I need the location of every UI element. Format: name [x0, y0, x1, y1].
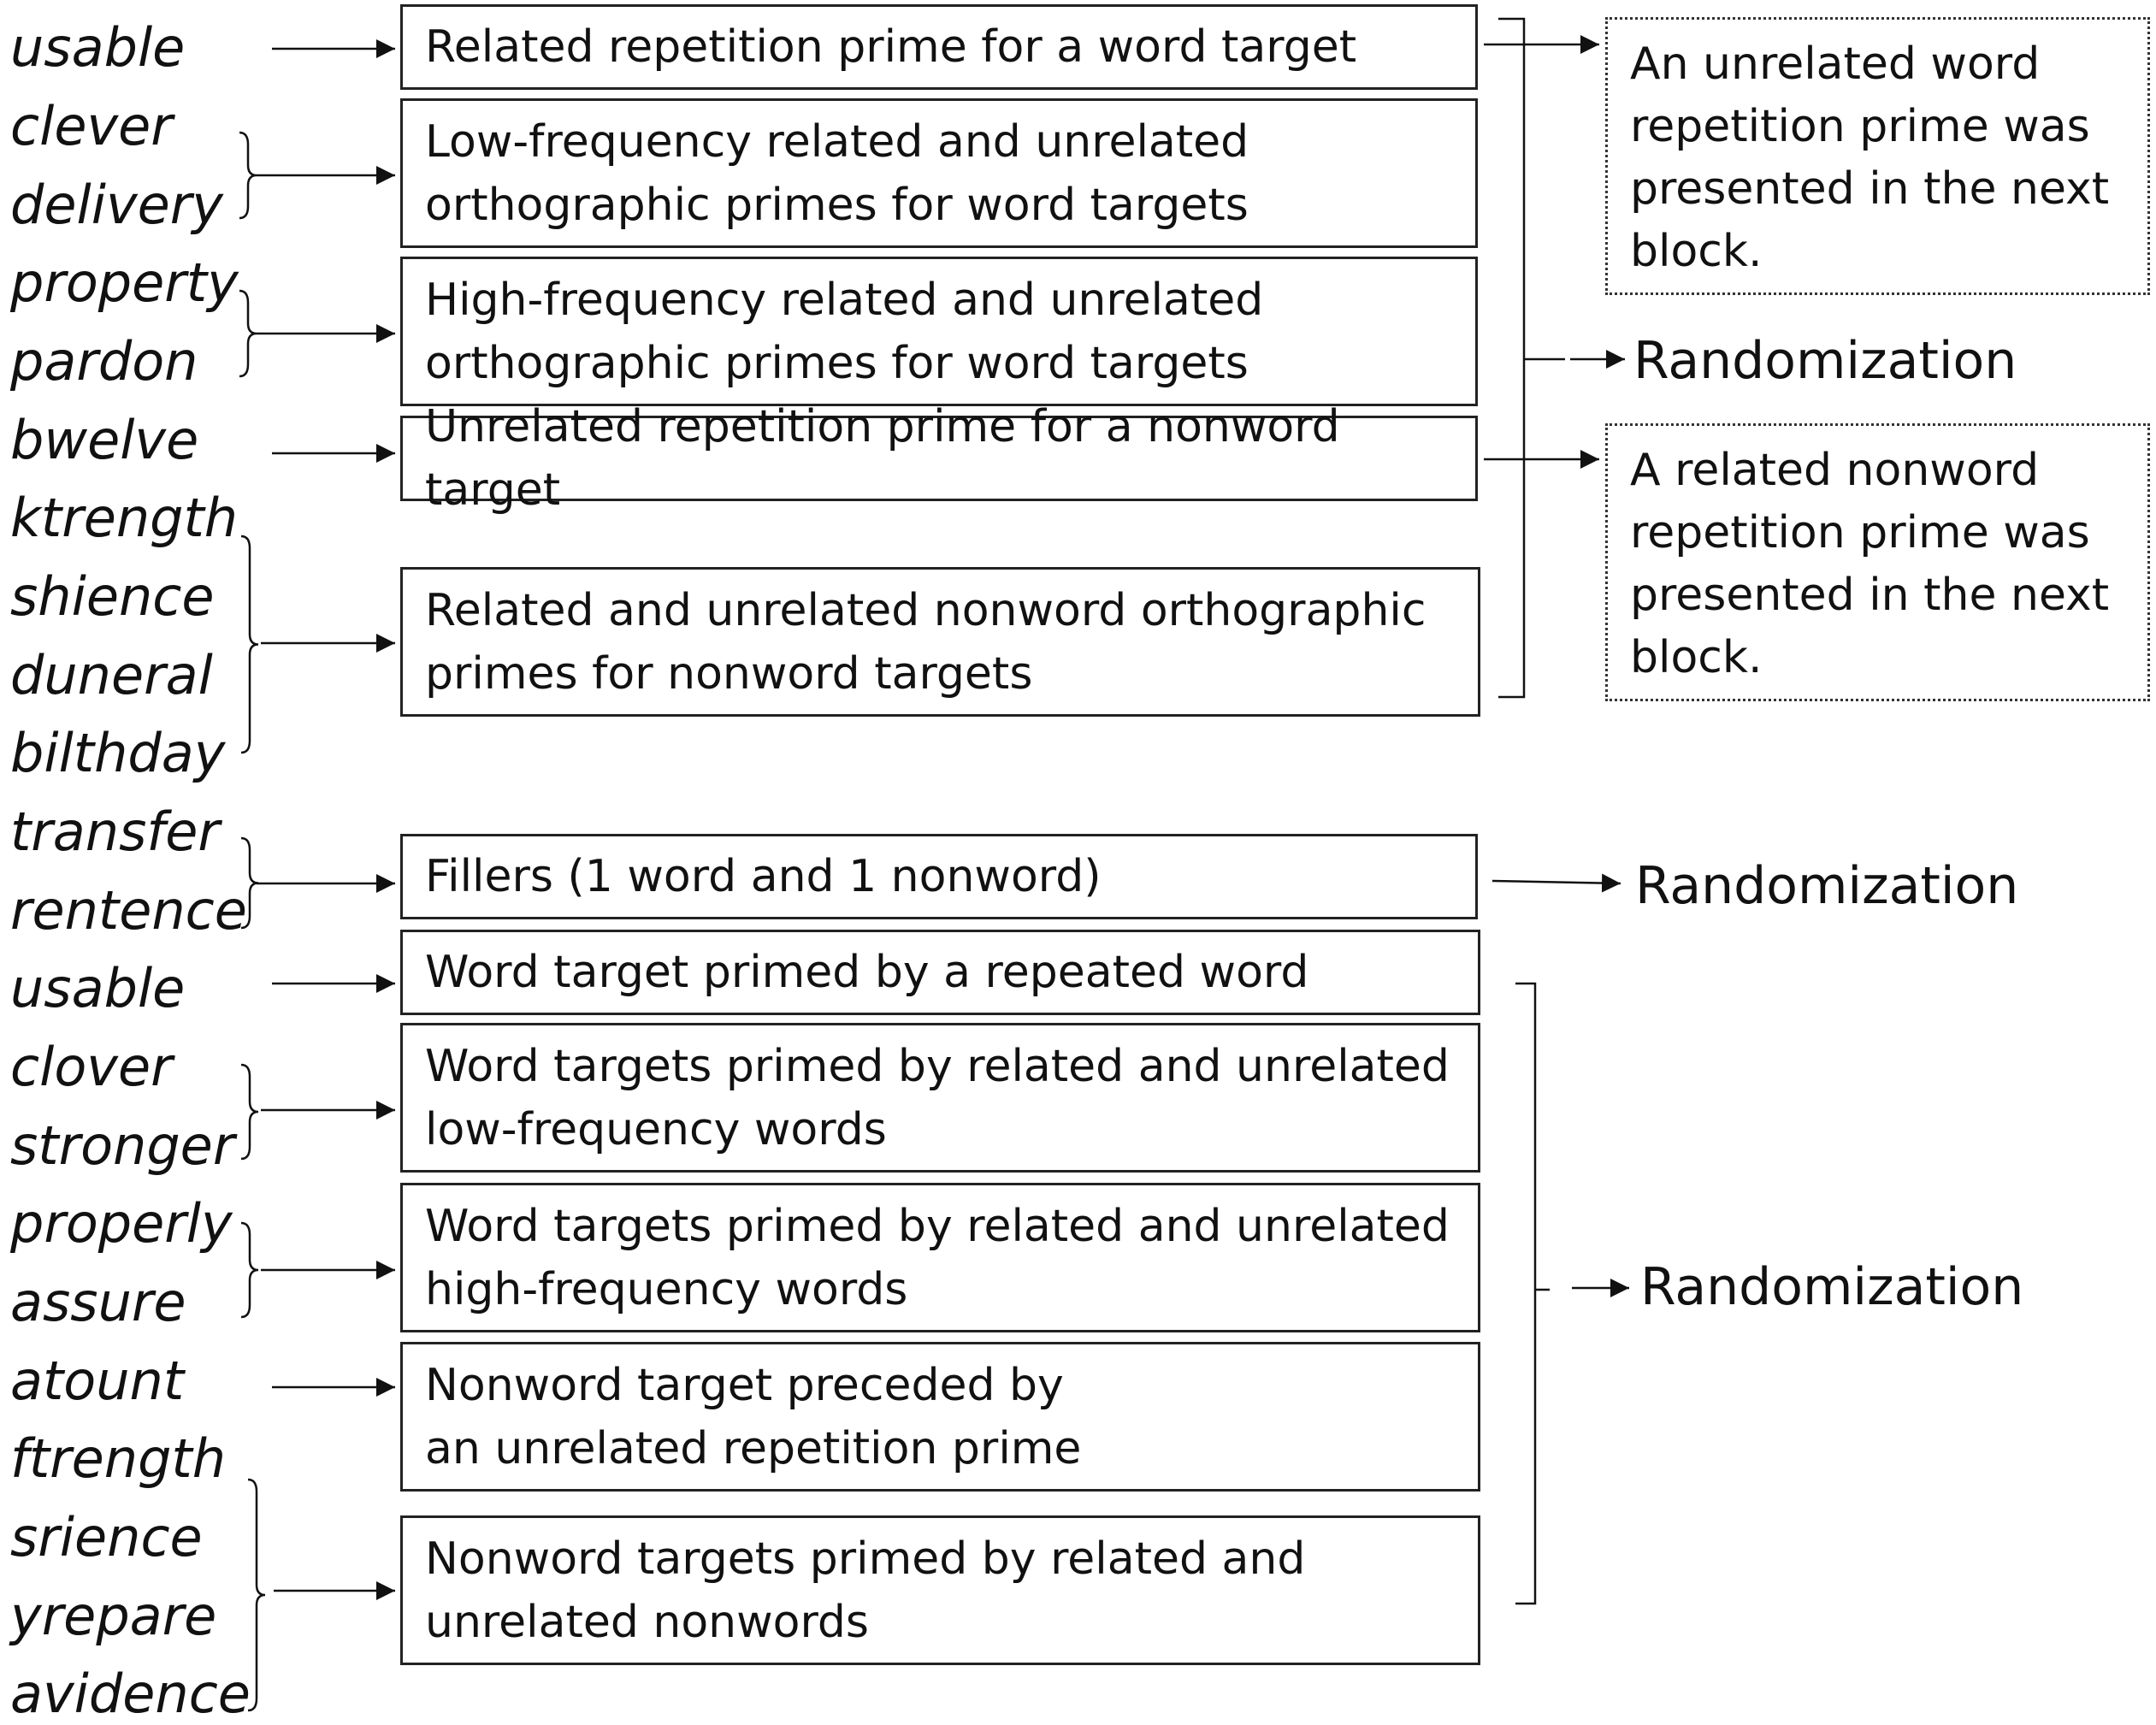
stimulus-word: ktrength — [10, 487, 239, 549]
block-note: An unrelated word repetition prime was pre… — [1605, 17, 2150, 295]
word-group-brace — [240, 535, 259, 754]
condition-text: Nonword target preceded by an unrelated r… — [425, 1354, 1081, 1480]
condition-box: Related repetition prime for a word targ… — [400, 4, 1478, 90]
condition-line: Word targets primed by related and unrel… — [425, 1200, 1450, 1252]
condition-text: Word targets primed by related and unrel… — [425, 1195, 1450, 1321]
condition-line: high-frequency words — [425, 1263, 908, 1315]
condition-box: Unrelated repetition prime for a nonword… — [400, 401, 1478, 516]
stimulus-word: duneral — [10, 644, 213, 706]
stimulus-word: ftrength — [10, 1427, 227, 1490]
condition-box: Word targets primed by related and unrel… — [400, 1183, 1480, 1332]
stimulus-word: assure — [10, 1271, 186, 1333]
stimulus-word: bwelve — [10, 409, 199, 471]
condition-line: High-frequency related and unrelated — [425, 274, 1264, 326]
stimulus-word: rentence — [10, 879, 247, 942]
stimulus-word: properly — [10, 1192, 233, 1255]
condition-text: Low-frequency related and unrelated ortho… — [425, 110, 1249, 237]
note-line: block. — [1630, 632, 1763, 683]
condition-text: Word targets primed by related and unrel… — [425, 1035, 1450, 1161]
stimulus-word: clover — [10, 1036, 173, 1098]
condition-line: Related and unrelated nonword orthograph… — [425, 584, 1427, 636]
stimulus-word: stronger — [10, 1114, 235, 1177]
word-group-brace — [240, 1063, 259, 1161]
condition-line: Word target primed by a repeated word — [425, 947, 1309, 998]
block-bracket — [1498, 17, 1526, 699]
condition-line: Nonword target preceded by — [425, 1359, 1064, 1411]
condition-line: orthographic primes for word targets — [425, 179, 1249, 231]
stimulus-word: bilthday — [10, 722, 226, 784]
condition-line: Related repetition prime for a word targ… — [425, 21, 1357, 73]
connector-arrow — [1491, 873, 1621, 893]
stimulus-word: usable — [10, 16, 186, 79]
word-group-brace — [247, 1478, 266, 1712]
condition-line: unrelated nonwords — [425, 1596, 870, 1648]
stimulus-word: transfer — [10, 800, 220, 863]
condition-line: Nonword targets primed by related and — [425, 1533, 1306, 1585]
stimulus-word: shience — [10, 565, 215, 628]
condition-text: Fillers (1 word and 1 nonword) — [425, 845, 1102, 908]
condition-text: Unrelated repetition prime for a nonword… — [425, 395, 1475, 522]
note-line: presented in the next — [1630, 163, 2110, 215]
randomization-label: Randomization — [1635, 856, 2019, 916]
condition-box: Fillers (1 word and 1 nonword) — [400, 834, 1478, 919]
word-group-brace — [239, 289, 257, 378]
condition-line: Word targets primed by related and unrel… — [425, 1040, 1450, 1092]
condition-line: orthographic primes for word targets — [425, 337, 1249, 389]
word-group-brace — [240, 1221, 259, 1319]
note-line: repetition prime was — [1630, 101, 2090, 152]
condition-text: Related repetition prime for a word targ… — [425, 15, 1356, 79]
note-line: block. — [1630, 226, 1763, 277]
block-bracket — [1515, 982, 1537, 1605]
condition-text: Related and unrelated nonword orthograph… — [425, 579, 1426, 706]
note-line: A related nonword — [1630, 445, 2040, 496]
condition-box: Nonword target preceded by an unrelated r… — [400, 1342, 1480, 1492]
word-group-brace — [239, 131, 257, 220]
randomization-label: Randomization — [1640, 1257, 2024, 1317]
stimulus-word: property — [10, 251, 239, 314]
condition-box: Low-frequency related and unrelated ortho… — [400, 98, 1478, 248]
stimulus-word: atount — [10, 1350, 185, 1412]
condition-text: High-frequency related and unrelated orth… — [425, 269, 1263, 395]
note-line: An unrelated word — [1630, 38, 2041, 90]
condition-line: Low-frequency related and unrelated — [425, 115, 1249, 168]
randomization-label: Randomization — [1633, 331, 2017, 391]
block-note: A related nonword repetition prime was pre… — [1605, 423, 2150, 701]
stimulus-word: clever — [10, 95, 173, 157]
note-line: repetition prime was — [1630, 507, 2090, 558]
stimulus-word: usable — [10, 957, 186, 1019]
condition-text: Nonword targets primed by related and unr… — [425, 1527, 1305, 1654]
stimulus-word: avidence — [10, 1663, 251, 1725]
stimulus-word: yrepare — [10, 1585, 217, 1647]
note-line: presented in the next — [1630, 570, 2110, 621]
condition-text: Word target primed by a repeated word — [425, 941, 1308, 1004]
condition-line: low-frequency words — [425, 1103, 887, 1155]
condition-line: Unrelated repetition prime for a nonword… — [425, 401, 1340, 516]
condition-box: Word targets primed by related and unrel… — [400, 1023, 1480, 1173]
condition-box: Word target primed by a repeated word — [400, 930, 1480, 1015]
stimulus-word: pardon — [10, 330, 198, 393]
stimulus-word: delivery — [10, 174, 223, 236]
condition-box: Related and unrelated nonword orthograph… — [400, 567, 1480, 717]
condition-line: primes for nonword targets — [425, 647, 1033, 700]
condition-line: Fillers (1 word and 1 nonword) — [425, 851, 1102, 902]
condition-box: High-frequency related and unrelated orth… — [400, 257, 1478, 406]
stimulus-word: srience — [10, 1506, 203, 1568]
condition-line: an unrelated repetition prime — [425, 1422, 1082, 1474]
condition-box: Nonword targets primed by related and unr… — [400, 1515, 1480, 1665]
